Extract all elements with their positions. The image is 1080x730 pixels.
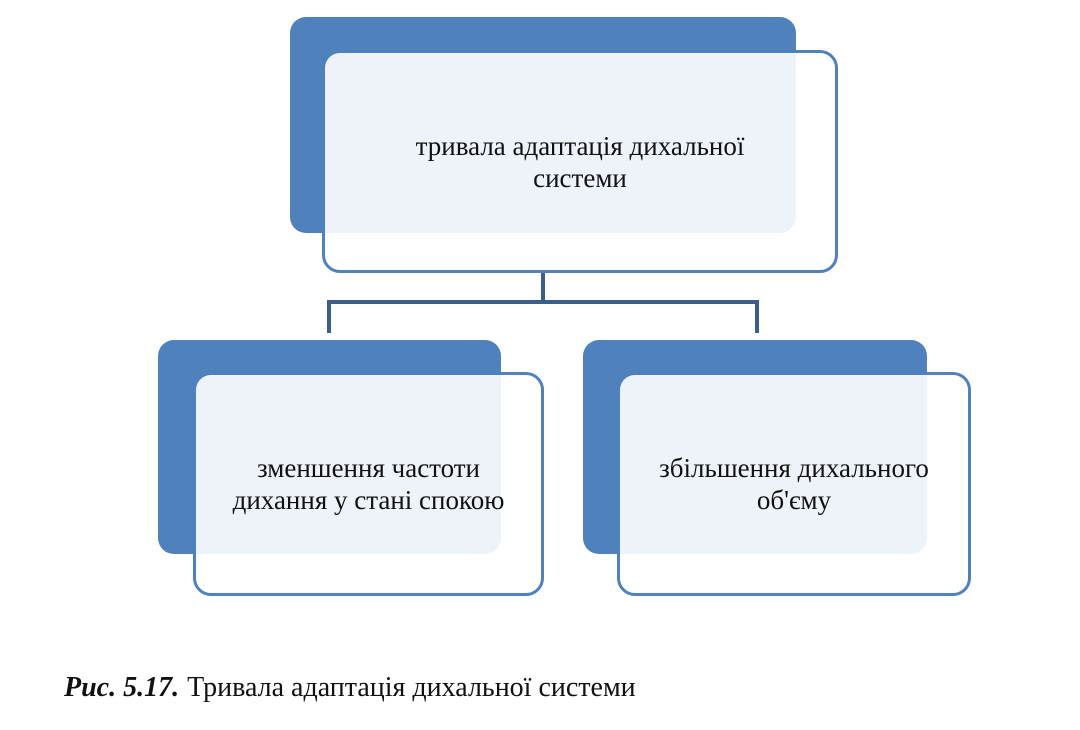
figure-caption-text: Тривала адаптація дихальної системи [187,672,636,703]
figure-number: Рис. 5.17. [64,672,180,703]
child-right-label: збільшення дихального об'єму [659,453,929,515]
root-node-box: тривала адаптація дихальної системи [322,50,838,273]
child-left-box: зменшення частоти дихання у стані спокою [193,372,544,596]
child-right-box: збільшення дихального об'єму [617,372,971,596]
root-node-label: тривала адаптація дихальної системи [415,130,745,193]
figure-caption: Рис. 5.17.Тривала адаптація дихальної си… [64,672,636,704]
child-left-label: зменшення частоти дихання у стані спокою [232,453,505,515]
